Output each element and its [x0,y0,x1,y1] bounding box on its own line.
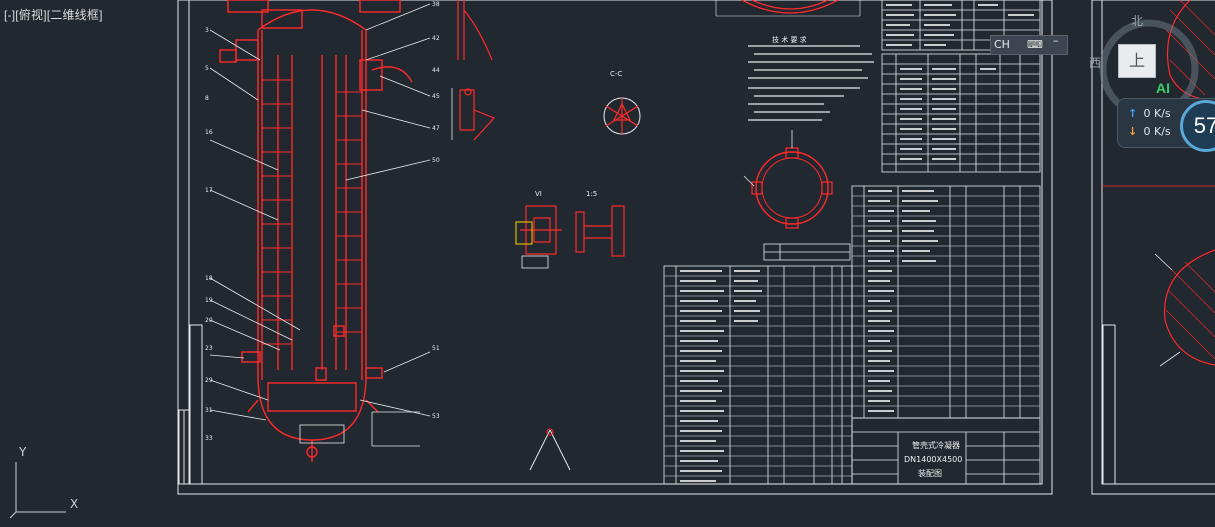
title-block-name: 管壳式冷凝器 [912,440,960,450]
ime-toolbar[interactable]: CH ⌨ – [990,34,1068,55]
tech-requirements-title: 技 术 要 求 [772,35,807,44]
nozzle-table [763,243,851,261]
svg-text:19: 19 [205,297,213,304]
svg-text:42: 42 [432,35,440,42]
ucs-x-label: X [70,497,79,511]
svg-text:17: 17 [205,187,213,194]
vessel-drawing: 3 5 8 16 17 18 19 20 23 29 31 33 38 42 44 45 47 50 5… [205,0,440,462]
detail-vi: VI 1:5 [515,190,625,269]
sheet-frame [177,0,1215,495]
title-block-size: DN1400X4500 [904,455,962,464]
svg-text:8: 8 [205,95,209,102]
download-speed: 0 K/s [1143,125,1171,138]
title-block [851,417,1041,485]
svg-text:33: 33 [205,435,213,442]
svg-text:23: 23 [205,345,213,352]
memory-usage-gauge[interactable]: 57 [1180,100,1215,152]
tubesheet-section [743,130,833,229]
title-block-sub: 装配图 [918,468,942,478]
upload-speed: 0 K/s [1143,107,1171,120]
parts-list-right-rows [852,195,1040,407]
parts-list-left [663,265,853,485]
svg-text:18: 18 [205,275,213,282]
section-c-c-label: C-C [610,70,622,78]
svg-text:16: 16 [205,129,213,136]
compass-north[interactable]: 北 [1131,14,1144,28]
second-sheet-partial [1102,0,1215,367]
svg-text:53: 53 [432,413,440,420]
download-arrow-icon: ↓ [1128,125,1138,138]
parts-list-left-rows [664,275,852,477]
viewport-controls-label[interactable]: [-][俯视][二维线框] [4,8,103,22]
ucs-y-label: Y [19,445,27,459]
svg-text:20: 20 [205,317,213,324]
svg-text:44: 44 [432,67,440,74]
ai-assistant-badge[interactable]: AI [1156,80,1170,96]
svg-text:50: 50 [432,157,440,164]
ime-mode[interactable]: CH [994,38,1010,51]
parts-list-right-text [868,190,938,412]
parts-list-left-text [680,270,762,482]
svg-text:29: 29 [205,377,213,384]
svg-text:38: 38 [432,1,440,8]
svg-text:47: 47 [432,125,440,132]
minimize-icon[interactable]: – [1053,34,1059,47]
svg-text:3: 3 [205,27,209,34]
nozzle-detail-upper [451,0,496,141]
technical-requirements: 技 术 要 求 [748,35,874,121]
ucs-icon [9,462,66,519]
design-data-table [881,0,1041,173]
viewcube-top-face[interactable]: 上 [1118,44,1156,78]
support-detail [529,428,571,471]
section-c-c: C-C [603,70,641,135]
upload-arrow-icon: ↑ [1128,107,1138,120]
compass-west[interactable]: 西 [1089,56,1102,70]
svg-text:31: 31 [205,407,213,414]
svg-text:5: 5 [205,65,209,72]
design-data-text [886,4,1034,160]
keyboard-icon[interactable]: ⌨ [1027,38,1043,51]
svg-text:51: 51 [432,345,440,352]
view-ratio-label: 1:5 [586,190,597,198]
svg-text:45: 45 [432,93,440,100]
head-view-top [715,0,861,17]
view-vi-label: VI [535,190,542,198]
